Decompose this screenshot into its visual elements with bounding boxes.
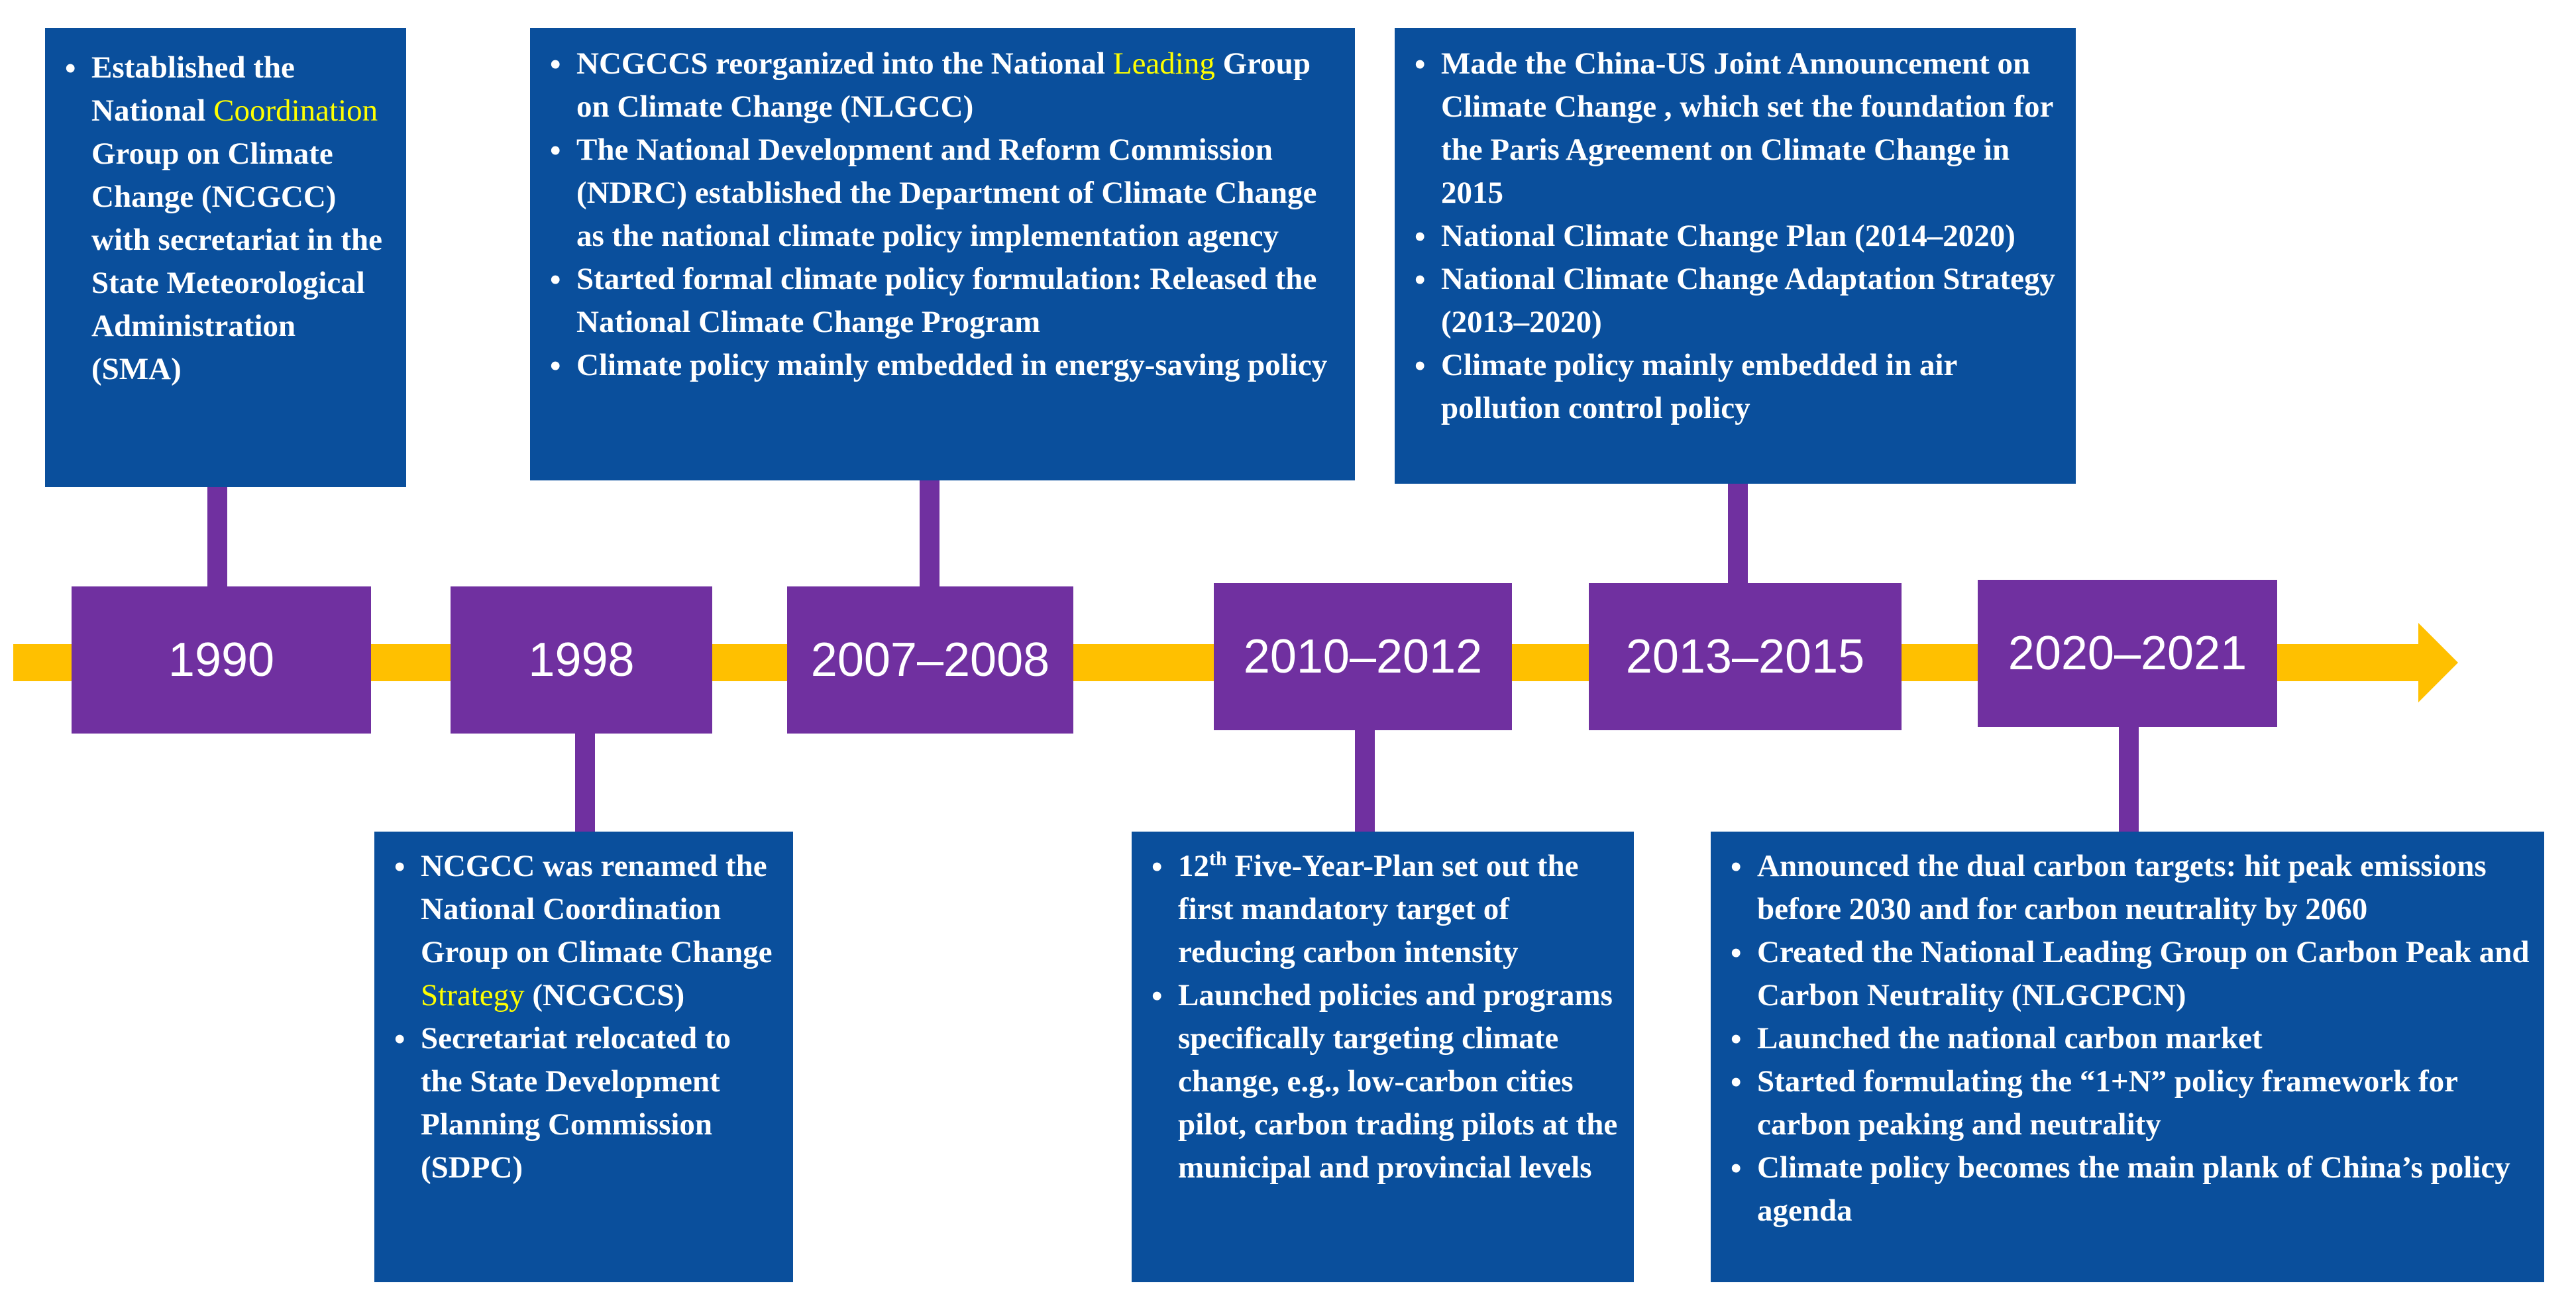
event-box-1998: NCGCC was renamed the National Coordinat… [374,832,793,1282]
highlight-word: Coordination [213,93,378,128]
event-text: Group on Climate Change (NCGCC) with sec… [91,137,382,386]
connector-1998 [575,732,595,832]
event-item: NCGCCS reorganized into the National Lea… [530,42,1342,129]
year-box-2013-2015: 2013–2015 [1589,583,1902,730]
event-item: Secretariat relocated to the State Devel… [374,1017,780,1189]
connector-2020 [2119,726,2139,832]
event-item: National Climate Change Plan (2014–2020) [1395,215,2063,258]
event-box-2020-2021: Announced the dual carbon targets: hit p… [1711,832,2544,1282]
event-item: Established the National Coordination Gr… [45,46,393,391]
event-item: Started formulating the “1+N” policy fra… [1711,1060,2531,1146]
connector-2013 [1728,482,1748,583]
connector-2010 [1355,729,1375,832]
event-box-2010-2012: 12th Five-Year-Plan set out the first ma… [1132,832,1634,1282]
event-item: Made the China-US Joint Announcement on … [1395,42,2063,215]
event-text: NCGCC was renamed the National Coordinat… [421,849,773,969]
year-box-1990: 1990 [72,586,371,734]
event-item: 12th Five-Year-Plan set out the first ma… [1132,845,1621,974]
event-item: NCGCC was renamed the National Coordinat… [374,845,780,1017]
connector-1990 [207,487,227,586]
highlight-word: Leading [1112,46,1215,81]
event-item: Climate policy mainly embedded in energy… [530,344,1342,387]
event-text: NCGCCS reorganized into the National [576,46,1113,81]
connector-2007 [920,480,939,586]
event-text: 12 [1178,849,1209,883]
event-box-2013-2015: Made the China-US Joint Announcement on … [1395,28,2076,484]
superscript: th [1209,848,1227,870]
event-text: Group on Climate Change (NLGCC) [576,46,1311,124]
year-box-2010-2012: 2010–2012 [1214,583,1512,730]
event-item: Announced the dual carbon targets: hit p… [1711,845,2531,931]
event-item: Created the National Leading Group on Ca… [1711,931,2531,1017]
timeline-arrow-head [2418,623,2458,702]
event-item: Climate policy becomes the main plank of… [1711,1146,2531,1233]
event-item: The National Development and Reform Comm… [530,129,1342,258]
year-box-2007-2008: 2007–2008 [787,586,1073,734]
event-text: Established the National [91,50,295,128]
event-item: Launched policies and programs specifica… [1132,974,1621,1189]
highlight-word: Strategy [421,978,525,1013]
event-box-1990: Established the National Coordination Gr… [45,28,406,487]
year-box-1998: 1998 [451,586,712,734]
event-box-2007-2008: NCGCCS reorganized into the National Lea… [530,28,1355,480]
event-item: Climate policy mainly embedded in air po… [1395,344,2063,430]
event-text: Five-Year-Plan set out the first mandato… [1178,849,1579,969]
event-item: Launched the national carbon market [1711,1017,2531,1060]
event-item: Started formal climate policy formulatio… [530,258,1342,344]
event-text: (NCGCCS) [524,978,685,1013]
event-item: National Climate Change Adaptation Strat… [1395,258,2063,344]
year-box-2020-2021: 2020–2021 [1978,580,2277,727]
